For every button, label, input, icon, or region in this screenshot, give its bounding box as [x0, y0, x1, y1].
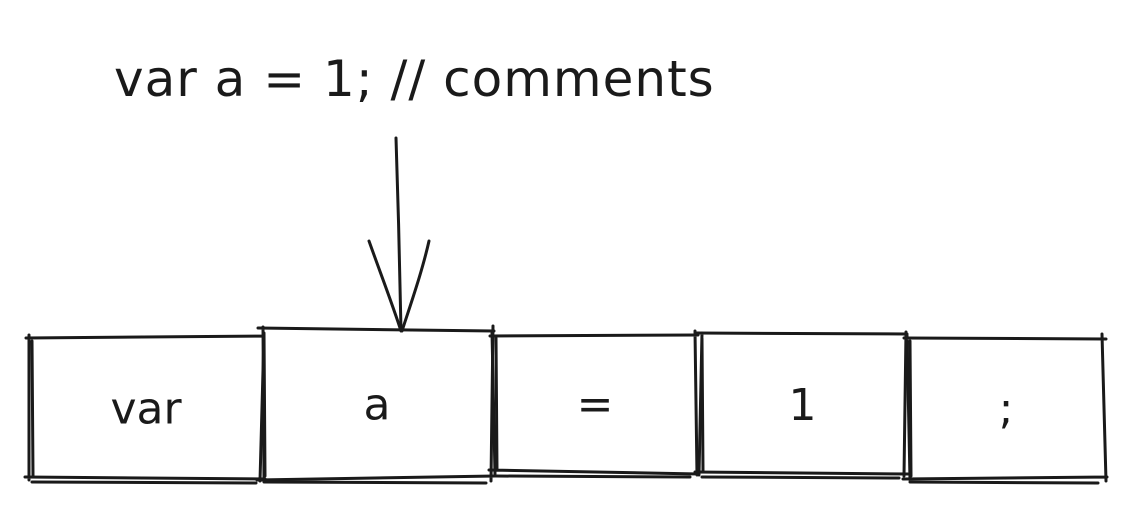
token-label: ;: [999, 384, 1014, 435]
token-box-outline: [23, 332, 267, 483]
token-box-sketch-line: [700, 337, 901, 480]
pointer-arrow: [367, 136, 431, 333]
token-box-5: ;: [901, 332, 1109, 485]
token-box-outline: [901, 332, 1109, 483]
token-box-sketch-line: [494, 336, 692, 479]
token-box-sketch-line: [908, 339, 1100, 485]
token-box-outline: [487, 329, 701, 477]
token-box-sketch-line: [262, 331, 488, 485]
token-box-2: a: [255, 324, 497, 485]
pointer-arrow-head-right: [400, 239, 431, 333]
token-label: a: [364, 380, 391, 431]
token-box-sketch-line: [30, 339, 258, 485]
pointer-arrow-head-left: [367, 239, 403, 333]
token-box-3: =: [487, 329, 701, 479]
token-label: var: [110, 384, 182, 435]
token-row: var a = 1;: [23, 324, 1109, 485]
token-label: 1: [789, 380, 817, 431]
token-box-1: var: [23, 332, 267, 485]
source-code-line: var a = 1; // comments: [114, 50, 715, 108]
token-label: =: [577, 379, 614, 430]
pointer-arrow-shaft: [394, 136, 403, 332]
token-box-4: 1: [693, 330, 910, 480]
token-box-outline: [255, 324, 497, 483]
token-box-outline: [693, 330, 910, 478]
